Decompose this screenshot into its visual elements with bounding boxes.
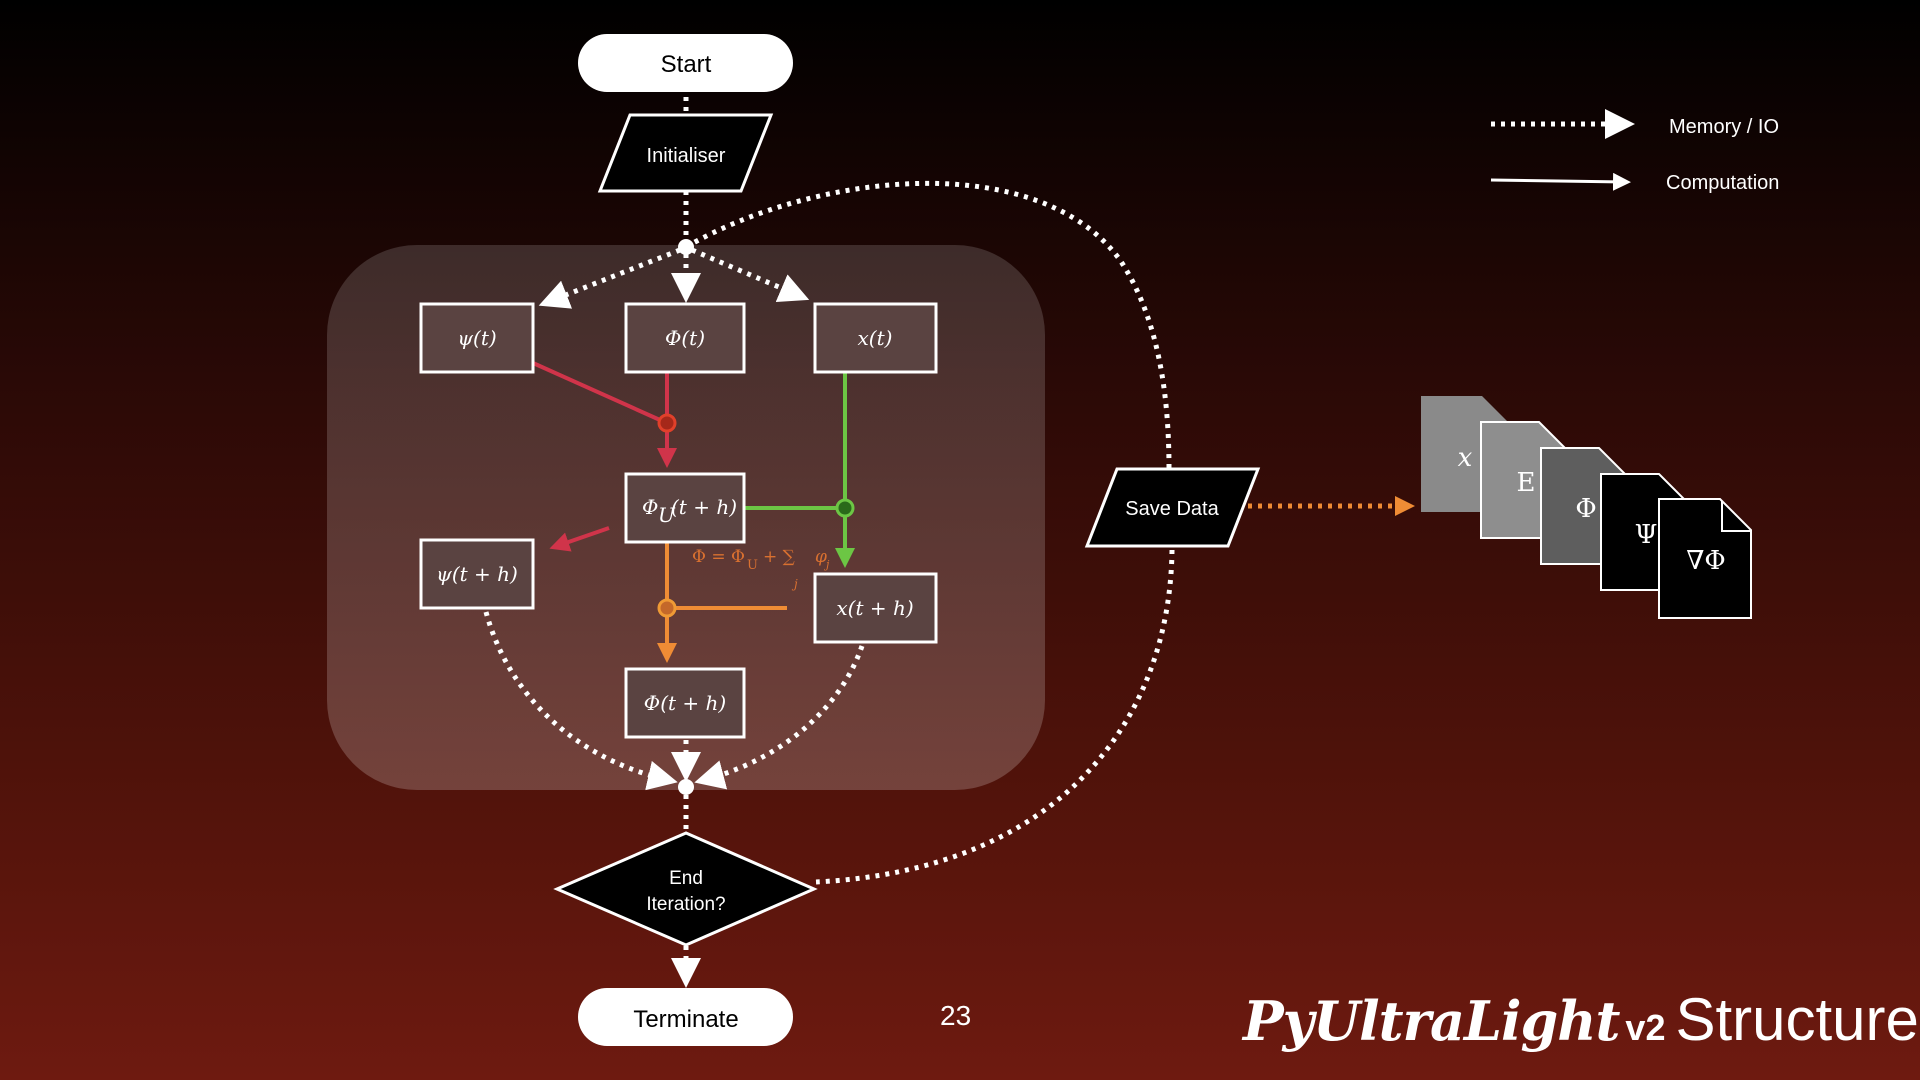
end-iteration-decision: End Iteration? [553,831,818,947]
decision-label-1: End [669,868,703,889]
node-label-main: Φ [642,495,658,519]
formula-lhs: Φ = Φ [692,547,745,567]
start-node: Start [578,34,793,92]
formula-sub: U [747,558,758,573]
node-label-sub: U [658,503,676,527]
node-label: x(t + h) [836,596,913,620]
node-psi-t: ψ(t) [419,302,535,374]
node-label: x(t) [858,326,893,350]
formula-sum-index: j [791,577,798,591]
node-x-t: x(t) [813,302,938,374]
initialiser-label: Initialiser [647,145,726,167]
terminate-node: Terminate [578,988,793,1046]
version-label: v2 [1625,1007,1666,1048]
node-psi-th: ψ(t + h) [419,538,535,610]
node-phi-t: Φ(t) [624,302,746,374]
save-data-label: Save Data [1125,498,1219,520]
file-icon-grad-phi: ∇Φ [1658,498,1752,619]
formula-phi-index: j [823,558,830,571]
decision-label-2: Iteration? [646,894,725,915]
svg-text:Ψ: Ψ [1635,520,1658,550]
green-junction [835,498,855,518]
initialiser-node: Initialiser [597,113,774,193]
node-label: ψ(t) [457,326,496,350]
node-phiU-th: Φ U (t + h) [624,472,746,544]
page-number: 23 [940,1000,972,1031]
svg-text:Φ: Φ [1575,494,1596,524]
output-files: x E Φ Ψ ∇Φ [1421,396,1752,619]
formula-sum: + ∑ [763,547,795,567]
top-junction [678,239,694,255]
node-label: Φ(t) [665,326,705,350]
svg-text:∇Φ: ∇Φ [1686,546,1725,576]
terminate-label: Terminate [633,1006,738,1033]
legend-solid-arrow [1490,172,1631,191]
bottom-junction [678,779,694,795]
node-x-th: x(t + h) [813,572,938,644]
svg-text:x: x [1458,443,1473,473]
formula-phi: φ [815,547,827,567]
node-label-arg: (t + h) [671,495,737,519]
node-phi-th: Φ(t + h) [624,667,746,739]
potential-formula: Φ = Φ U + ∑ j φ j [692,547,830,591]
logo-text: PyUltraLight [1243,989,1620,1053]
legend: Memory / IO Computation [1490,109,1779,194]
node-label: Φ(t + h) [644,691,726,715]
legend-computation-label: Computation [1666,172,1779,194]
save-data-node: Save Data [1084,467,1261,548]
svg-text:E: E [1517,468,1536,498]
memory-edges [483,97,1415,988]
title-word: Structure [1675,986,1919,1053]
node-label: ψ(t + h) [436,562,518,586]
red-junction [657,413,677,433]
start-label: Start [661,51,712,78]
legend-memory-label: Memory / IO [1669,116,1779,138]
orange-junction [657,598,677,618]
